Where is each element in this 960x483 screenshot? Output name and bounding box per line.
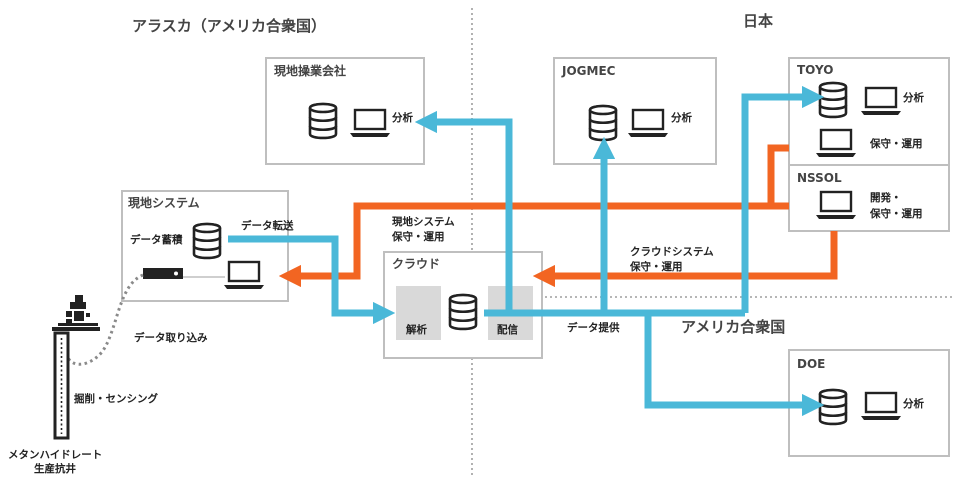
blue-arrow-to-operator bbox=[414, 110, 513, 313]
data-provision-label: データ提供 bbox=[567, 321, 620, 334]
operator-analysis-label: 分析 bbox=[392, 111, 413, 124]
operator-box: 現地操業会社 分析 bbox=[265, 57, 425, 165]
data-transfer-label: データ転送 bbox=[241, 219, 294, 232]
local-ops-label-line1: 現地システム bbox=[392, 215, 455, 228]
well-label-line1: メタンハイドレート bbox=[8, 449, 102, 461]
cloud-analysis-label: 解析 bbox=[405, 323, 427, 336]
region-label-japan: 日本 bbox=[743, 12, 773, 30]
well-rig-icon bbox=[52, 295, 100, 440]
local-system-title: 現地システム bbox=[128, 195, 200, 210]
orange-arrow-to-cloud bbox=[532, 231, 838, 288]
well-label-line2: 生産抗井 bbox=[34, 462, 76, 475]
nssol-label-line2: 保守・運用 bbox=[869, 207, 923, 220]
region-label-usa: アメリカ合衆国 bbox=[681, 318, 785, 336]
blue-arrow-to-doe bbox=[644, 313, 825, 417]
local-system-box: 現地システム データ蓄積 bbox=[121, 190, 289, 302]
database-icon bbox=[448, 293, 478, 331]
jogmec-title: JOGMEC bbox=[561, 64, 616, 78]
database-icon bbox=[192, 222, 222, 260]
nssol-box: NSSOL 開発・ 保守・運用 bbox=[788, 164, 950, 232]
database-icon bbox=[818, 388, 848, 426]
local-ops-label-line2: 保守・運用 bbox=[391, 230, 445, 243]
data-capture-label: データ取り込み bbox=[134, 331, 208, 344]
cloud-ops-label-line1: クラウドシステム bbox=[630, 246, 714, 258]
toyo-analysis-label: 分析 bbox=[903, 91, 924, 104]
jogmec-box: JOGMEC 分析 bbox=[553, 57, 717, 165]
local-system-storage-label: データ蓄積 bbox=[130, 233, 183, 246]
nssol-title: NSSOL bbox=[797, 171, 842, 185]
database-icon bbox=[818, 81, 848, 119]
blue-arrow-to-toyo bbox=[741, 85, 825, 313]
cloud-box: クラウド 解析 配信 bbox=[383, 251, 543, 359]
database-icon bbox=[308, 102, 338, 140]
database-icon bbox=[588, 104, 618, 142]
jogmec-analysis-label: 分析 bbox=[671, 111, 692, 124]
orange-line-toyo-ops bbox=[767, 144, 789, 206]
operator-title: 現地操業会社 bbox=[274, 63, 346, 78]
doe-analysis-label: 分析 bbox=[903, 397, 924, 410]
toyo-ops-label: 保守・運用 bbox=[869, 137, 923, 150]
nssol-label-line1: 開発・ bbox=[870, 191, 902, 204]
cloud-ops-label-line2: 保守・運用 bbox=[629, 260, 683, 273]
doe-title: DOE bbox=[797, 357, 825, 371]
toyo-box: TOYO 分析 保守・運用 bbox=[788, 57, 950, 166]
analysis-panel bbox=[396, 286, 441, 340]
region-label-alaska: アラスカ（アメリカ合衆国） bbox=[132, 17, 326, 35]
cloud-delivery-label: 配信 bbox=[497, 323, 518, 336]
logger-device-icon bbox=[143, 268, 225, 279]
drilling-label: 掘削・センシング bbox=[74, 392, 158, 405]
toyo-title: TOYO bbox=[797, 63, 833, 77]
orange-arrow-to-local-system bbox=[278, 202, 789, 288]
cloud-title: クラウド bbox=[392, 257, 440, 271]
blue-arrow-data-transfer bbox=[228, 235, 396, 325]
